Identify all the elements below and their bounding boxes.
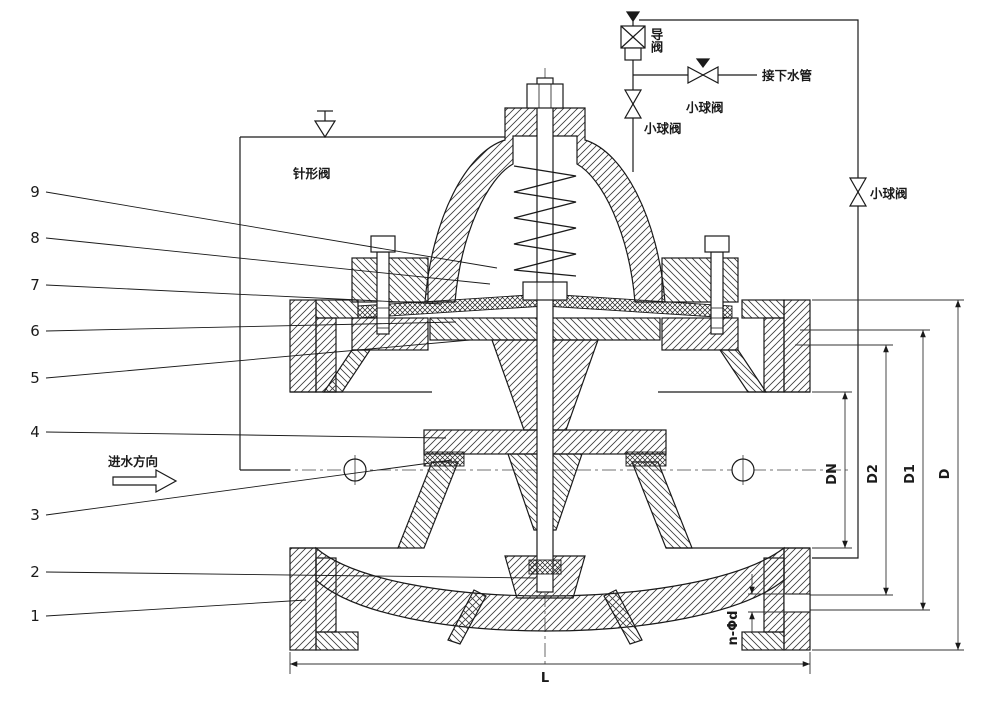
part-number-7: 7 [30, 276, 40, 294]
right-chamber-wall [718, 349, 768, 393]
left-shoulder-bottom [315, 631, 359, 651]
label-flow-direction: 进水方向 [108, 454, 158, 469]
ball-valve-right-upper [848, 177, 868, 194]
stem-guide-seal [528, 559, 562, 575]
bottom-shell [315, 546, 785, 632]
valve-body [289, 299, 811, 651]
label-needle-valve: 针形阀 [293, 166, 331, 181]
bolt-left-head [370, 235, 396, 253]
part-leaders [45, 191, 537, 617]
ball-valve-top-symbol [623, 89, 643, 119]
label-pilot-valve: 导阀 [649, 27, 664, 54]
bolt-right-head [704, 235, 730, 253]
drain-valve-left [687, 66, 705, 84]
leader-5 [45, 339, 471, 379]
label-drain-pipe: 接下水管 [762, 68, 812, 83]
leader-1 [45, 599, 307, 617]
bolt-hole-right [783, 593, 811, 613]
spring [513, 165, 577, 277]
needle-valve-symbol [313, 110, 337, 139]
right-body-flange [661, 317, 739, 351]
ball-valve-top-upper [623, 89, 643, 106]
leader-9 [45, 191, 498, 269]
dim-label-dn: DN [825, 463, 840, 485]
dim-label-d1: D1 [903, 464, 918, 484]
pilot-body [624, 47, 642, 61]
stem-nut-top [526, 83, 564, 109]
leader-4 [45, 431, 447, 439]
seat-wall-right [631, 461, 693, 549]
sensing-line [639, 19, 859, 178]
ball-valve-top-lower [623, 102, 643, 119]
bolt-right-shank [710, 251, 724, 335]
dim-label-d2: D2 [866, 464, 881, 484]
drain-valve-symbol [687, 58, 719, 84]
part-number-6: 6 [30, 322, 40, 340]
part-number-4: 4 [30, 423, 40, 441]
leader-2 [45, 571, 537, 579]
pilot-vent-triangle [625, 11, 641, 23]
part-number-8: 8 [30, 229, 40, 247]
drain-valve-right [701, 66, 719, 84]
part-number-1: 1 [30, 607, 40, 625]
dim-label-d: D [938, 468, 953, 479]
pilot-piping [239, 11, 868, 559]
part-number-2: 2 [30, 563, 40, 581]
disc-seal-right [625, 451, 667, 467]
leader-6 [45, 321, 457, 332]
sensing-line-lower [812, 206, 859, 559]
bonnet-lug-left [351, 257, 429, 303]
bolt-left-shank [376, 251, 390, 335]
label-ball-valve-drain: 小球阀 [685, 100, 724, 115]
valve-trim [343, 77, 755, 593]
leader-7 [45, 284, 443, 305]
pilot-valve-symbol [620, 11, 646, 61]
leader-3 [45, 459, 453, 516]
drain-valve-handle [695, 58, 711, 68]
label-ball-valve-top: 小球阀 [643, 121, 682, 136]
left-flange-upper [289, 299, 317, 393]
leader-8 [45, 237, 491, 285]
ball-valve-right-lower [848, 190, 868, 207]
part-number-5: 5 [30, 369, 40, 387]
dim-label-l: L [541, 671, 549, 686]
right-shoulder-bottom [741, 631, 785, 651]
bonnet-lug-right [661, 257, 739, 303]
left-shoulder-top [315, 299, 359, 319]
bottom-rib-right [603, 589, 643, 645]
valve-stem [536, 77, 554, 593]
needle-valve-body [313, 120, 337, 139]
bottom-rib-left [447, 589, 487, 645]
bolt-right [704, 235, 730, 335]
right-shoulder-top [741, 299, 785, 319]
dim-label-bolt-holes: n-Φd [726, 610, 741, 645]
label-ball-valve-right: 小球阀 [869, 186, 908, 201]
disc-seal-left [423, 451, 465, 467]
right-flange-upper [783, 299, 811, 393]
part-number-9: 9 [30, 183, 40, 201]
seat-wall-left [397, 461, 459, 549]
ball-valve-right-symbol [848, 177, 868, 207]
flow-arrow [112, 468, 178, 494]
left-flange-lower [289, 547, 317, 651]
dimension-lines [289, 299, 964, 674]
part-number-3: 3 [30, 506, 40, 524]
right-wall-upper [763, 317, 785, 393]
pilot-spring-x2 [620, 25, 646, 49]
stem-nut-mid [522, 281, 568, 301]
